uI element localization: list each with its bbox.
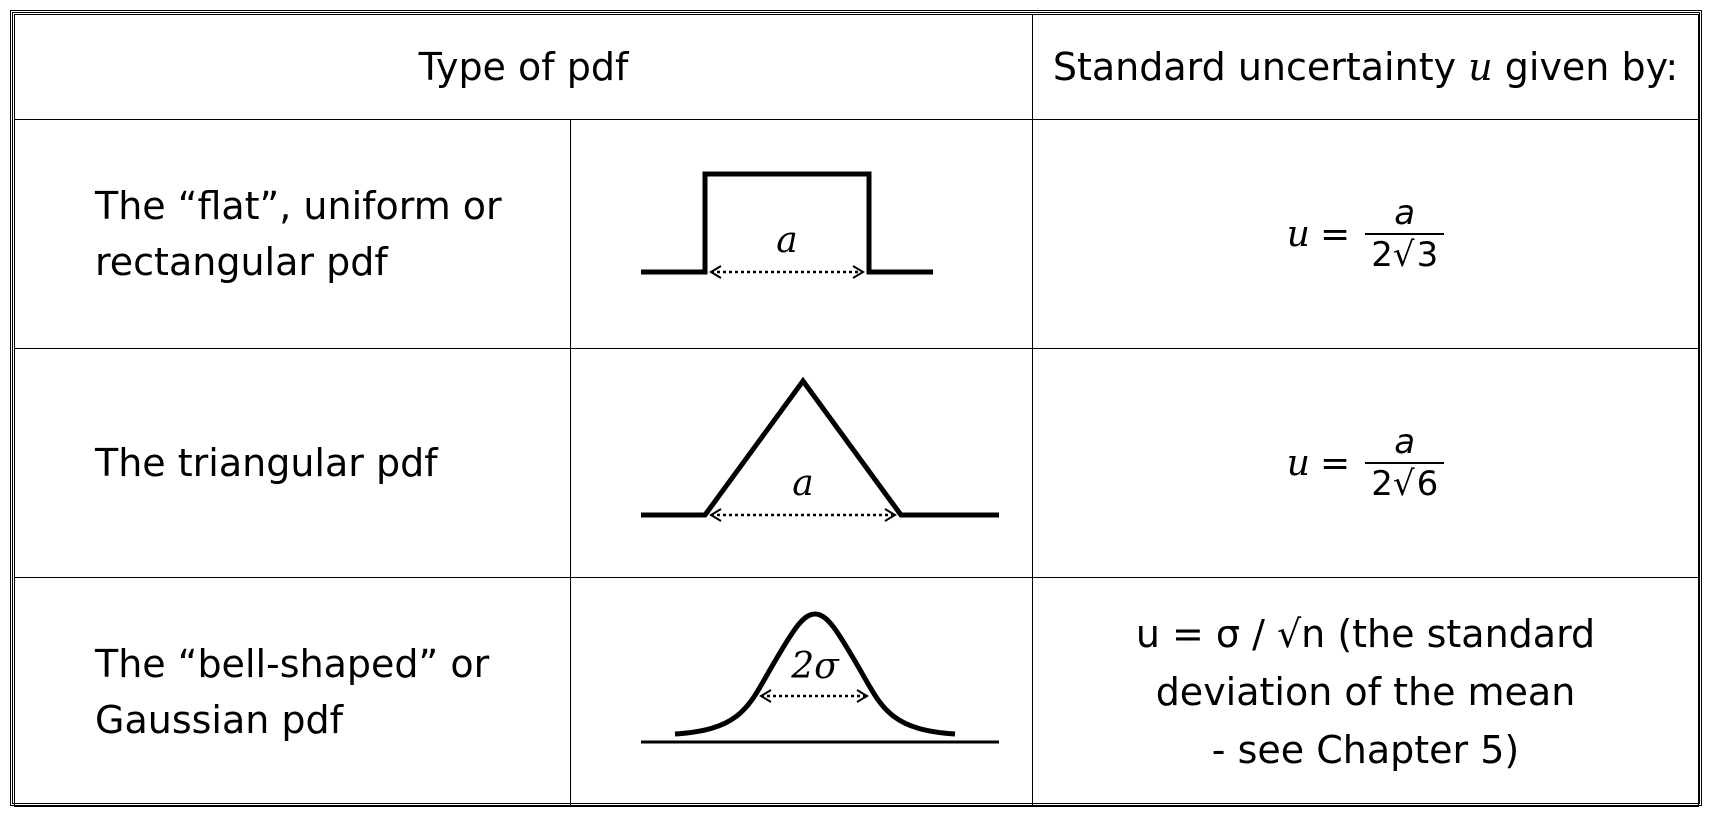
pdf-description: The triangular pdf xyxy=(14,348,571,578)
description-line: The triangular pdf xyxy=(95,441,438,485)
formula-numerator: a xyxy=(1394,193,1416,233)
formula-denominator: 2√6 xyxy=(1365,462,1445,504)
description-line: The “bell-shaped” or xyxy=(95,642,490,686)
triangular-pdf-diagram: a xyxy=(641,376,999,522)
arrowhead-left xyxy=(759,689,772,703)
uncertainty-formula: u= a 2√3 xyxy=(1032,119,1699,349)
sqrt-symbol: √ xyxy=(1392,235,1415,275)
formula-line: deviation of the mean xyxy=(1155,670,1576,714)
description-line: Gaussian pdf xyxy=(95,698,344,742)
formula-lhs: u xyxy=(1286,442,1310,484)
pdf-uncertainty-table: Type of pdf Standard uncertainty u given… xyxy=(14,14,1699,807)
arrowhead-right xyxy=(884,508,897,522)
formula-equals: = xyxy=(1319,213,1351,255)
table-row: The triangular pdf a u= a 2√6 xyxy=(14,348,1699,578)
header-standard-uncertainty: Standard uncertainty u given by: xyxy=(1032,14,1699,120)
width-label: a xyxy=(792,463,813,504)
triangular-pdf-curve xyxy=(641,376,999,518)
formula-numerator: a xyxy=(1394,422,1416,462)
formula-lhs: u xyxy=(1286,213,1310,255)
uncertainty-formula: u = σ / √n (the standard deviation of th… xyxy=(1032,577,1699,807)
header-row: Type of pdf Standard uncertainty u given… xyxy=(14,14,1699,120)
gaussian-pdf-curve xyxy=(674,611,956,737)
formula-fraction: a 2√3 xyxy=(1365,193,1445,275)
header-uncertainty-suffix: given by: xyxy=(1504,45,1679,89)
table-row: The “bell-shaped” or Gaussian pdf 2σ u =… xyxy=(14,577,1699,807)
denominator-coefficient: 2 xyxy=(1371,235,1393,275)
description-line: The “flat”, uniform or xyxy=(95,184,502,228)
arrowhead-left xyxy=(709,508,722,522)
width-label: a xyxy=(776,220,797,261)
header-uncertainty-symbol: u xyxy=(1468,45,1493,89)
sqrt-symbol: √ xyxy=(1392,464,1415,504)
pdf-description: The “bell-shaped” or Gaussian pdf xyxy=(14,577,571,807)
formula-equals: = xyxy=(1319,442,1351,484)
formula-fraction: a 2√6 xyxy=(1365,422,1445,504)
pdf-diagram-cell: 2σ xyxy=(570,577,1033,807)
formula-line: u = σ / √n (the standard xyxy=(1135,612,1596,656)
pdf-description: The “flat”, uniform or rectangular pdf xyxy=(14,119,571,349)
radicand: 6 xyxy=(1414,462,1439,504)
pdf-diagram-cell: a xyxy=(570,119,1033,349)
denominator-coefficient: 2 xyxy=(1371,464,1393,504)
width-label: 2σ xyxy=(790,646,840,687)
table-row: The “flat”, uniform or rectangular pdf a… xyxy=(14,119,1699,349)
rectangular-pdf-diagram: a xyxy=(641,171,933,279)
arrowhead-right xyxy=(852,265,865,279)
rectangular-pdf-curve xyxy=(641,171,933,275)
description-line: rectangular pdf xyxy=(95,240,388,284)
header-type-of-pdf: Type of pdf xyxy=(14,14,1033,120)
formula-denominator: 2√3 xyxy=(1365,233,1445,275)
radicand: 3 xyxy=(1414,233,1439,275)
header-uncertainty-prefix: Standard uncertainty xyxy=(1052,45,1457,89)
pdf-diagram-cell: a xyxy=(570,348,1033,578)
arrowhead-right xyxy=(856,689,869,703)
uncertainty-formula: u= a 2√6 xyxy=(1032,348,1699,578)
arrowhead-left xyxy=(709,265,722,279)
formula-line: - see Chapter 5) xyxy=(1211,728,1520,772)
gaussian-pdf-diagram: 2σ xyxy=(641,611,999,744)
